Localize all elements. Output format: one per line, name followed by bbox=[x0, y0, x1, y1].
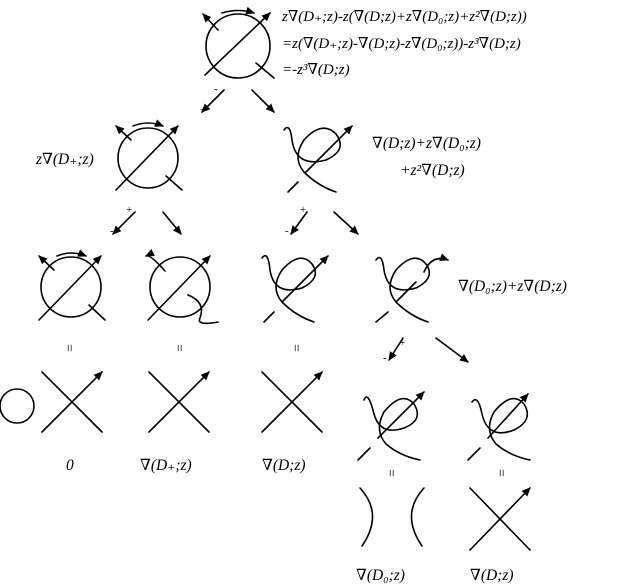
arrow-l2-left-left bbox=[112, 211, 136, 235]
level5-value-1: ∇(D₀;z) bbox=[356, 567, 405, 584]
level4-crossing-1 bbox=[0, 371, 103, 433]
level4-knot-5 bbox=[467, 393, 531, 461]
level2-left-knot bbox=[115, 119, 183, 191]
arrow-root-left bbox=[201, 89, 225, 113]
sign-root-minus: - bbox=[214, 83, 218, 95]
level4-knot-4 bbox=[357, 391, 425, 461]
arrow-l2-right-right bbox=[333, 211, 359, 235]
level2-right-label-1: ∇(D;z)+z∇(D₀;z) bbox=[372, 135, 481, 152]
equals-l3-1: = bbox=[60, 344, 76, 352]
arrow-root-right bbox=[251, 89, 275, 113]
equals-l4-4: = bbox=[382, 469, 398, 477]
sign-l2r-plus: + bbox=[300, 204, 307, 216]
level3-knot-4 bbox=[375, 253, 449, 323]
level3-knot-2 bbox=[145, 248, 219, 325]
level3-knot-3 bbox=[261, 254, 329, 323]
root-knot bbox=[202, 6, 275, 79]
root-equation-line-1: z∇(D₊;z)-z(∇(D;z)+z∇(D₀;z)+z²∇(D;z)) bbox=[282, 9, 527, 25]
equals-l4-5: = bbox=[492, 469, 508, 477]
sign-l3-plus: + bbox=[399, 337, 406, 349]
equals-l3-3: = bbox=[287, 344, 303, 352]
level2-left-label: z∇(D₊;z) bbox=[36, 151, 94, 168]
level4-value-1: 0 bbox=[66, 457, 74, 474]
sign-l2l-plus: + bbox=[126, 204, 133, 216]
level3-knot-1 bbox=[38, 249, 106, 321]
arrow-l2-right-left bbox=[290, 211, 308, 235]
level5-value-2: ∇(D;z) bbox=[470, 567, 514, 584]
level4-crossing-3 bbox=[261, 371, 323, 433]
level4-crossing-2 bbox=[148, 371, 210, 433]
level2-right-label-2: +z²∇(D;z) bbox=[400, 162, 465, 179]
level3-right-label: ∇(D₀;z)+z∇(D;z) bbox=[458, 278, 567, 295]
sign-l2r-minus: - bbox=[285, 225, 289, 237]
arrow-l3-4-left bbox=[388, 337, 404, 361]
arrow-l2-left-right bbox=[162, 211, 182, 235]
sign-l3-minus: - bbox=[383, 352, 387, 364]
root-equation-line-2: =z(∇(D₊;z)-∇(D;z)-z∇(D₀;z))-z³∇(D;z) bbox=[282, 36, 521, 52]
level4-value-3: ∇(D;z) bbox=[262, 457, 306, 474]
level5-smoothing bbox=[359, 487, 425, 547]
arrow-l3-4-right bbox=[435, 337, 469, 363]
equals-l3-2: = bbox=[170, 344, 186, 352]
level5-crossing bbox=[469, 487, 531, 551]
sign-l2l-minus: - bbox=[110, 225, 114, 237]
root-equation-line-3: =-z³∇(D;z) bbox=[282, 62, 350, 78]
level2-right-knot bbox=[283, 125, 353, 193]
sign-root-plus: + bbox=[200, 104, 207, 116]
level4-value-2: ∇(D₊;z) bbox=[140, 457, 192, 474]
